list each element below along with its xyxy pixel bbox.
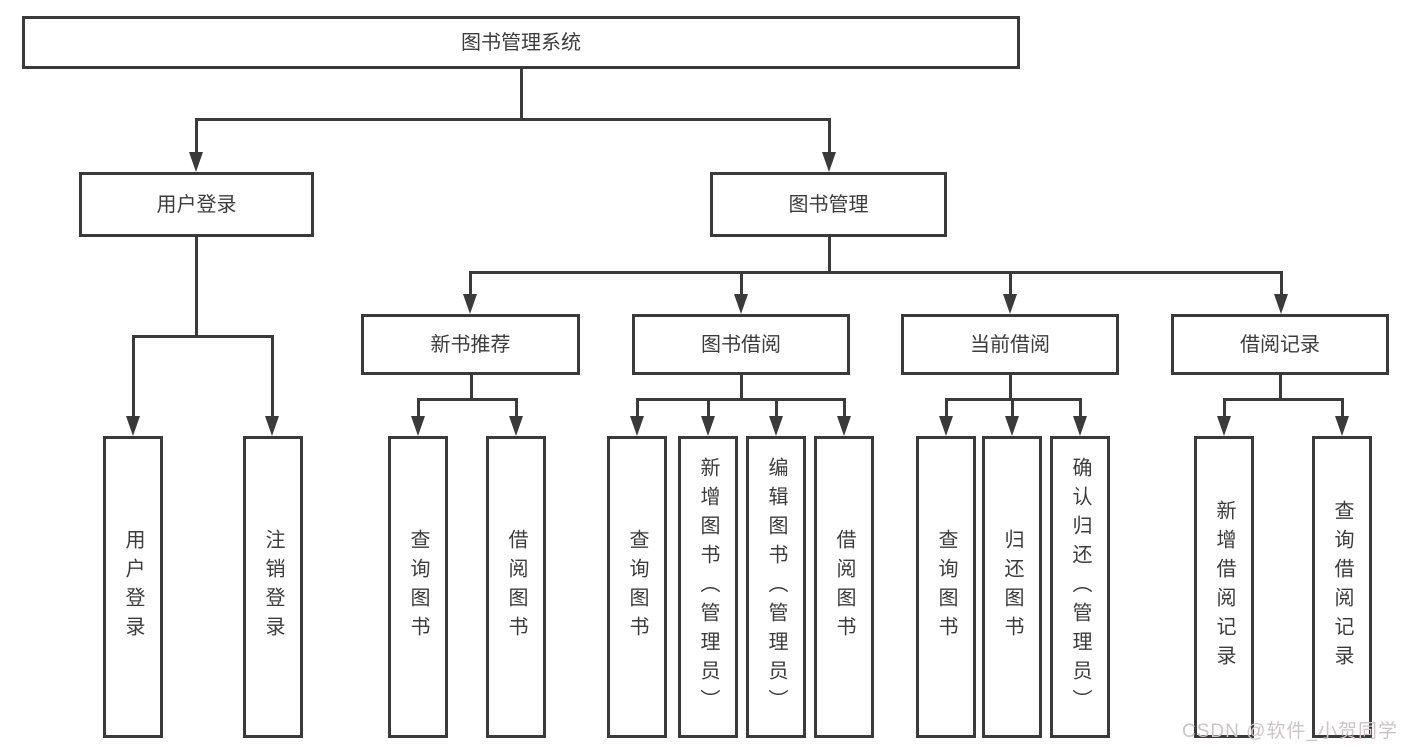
leaf-cb-confirm-return-admin: 确认归还（管理员） xyxy=(1050,436,1110,738)
arrowhead-down-icon xyxy=(1217,416,1231,436)
connector-line xyxy=(195,237,198,338)
connector-line xyxy=(470,375,473,401)
leaf-user-login: 用户登录 xyxy=(103,436,163,738)
arrowhead-down-icon xyxy=(939,416,953,436)
leaf-bb-add-books-admin: 新增图书（管理员） xyxy=(678,436,738,738)
leaf-logout-label: 注销登录 xyxy=(262,529,284,645)
leaf-bb-borrow-books-label: 借阅图书 xyxy=(833,529,855,645)
arrowhead-down-icon xyxy=(1274,294,1288,314)
connector-line xyxy=(828,237,831,274)
connector-line xyxy=(740,375,743,401)
watermark-text: CSDN @软件_小贺同学 xyxy=(1182,721,1398,742)
leaf-bb-edit-books-admin-label: 编辑图书（管理员） xyxy=(765,456,787,718)
connector-line xyxy=(775,401,778,418)
leaf-cb-return-books-label: 归还图书 xyxy=(1001,529,1023,645)
leaf-bb-edit-books-admin: 编辑图书（管理员） xyxy=(746,436,806,738)
connector-line xyxy=(132,338,135,418)
leaf-bb-borrow-books: 借阅图书 xyxy=(814,436,874,738)
leaf-br-query-record-label: 查询借阅记录 xyxy=(1331,500,1353,674)
connector-line xyxy=(1280,274,1283,296)
leaf-cb-confirm-return-admin-label: 确认归还（管理员） xyxy=(1069,456,1091,718)
arrowhead-down-icon xyxy=(463,294,477,314)
connector-line xyxy=(828,121,831,154)
arrowhead-down-icon xyxy=(126,416,140,436)
arrowhead-down-icon xyxy=(189,152,203,172)
connector-line xyxy=(469,274,472,296)
arrowhead-down-icon xyxy=(1335,416,1349,436)
node-book-management-label: 图书管理 xyxy=(788,193,869,216)
arrowhead-down-icon xyxy=(509,416,523,436)
leaf-bb-query-books: 查询图书 xyxy=(607,436,667,738)
node-current-borrow: 当前借阅 xyxy=(901,314,1119,375)
node-library-system: 图书管理系统 xyxy=(22,16,1020,69)
connector-line xyxy=(1011,401,1014,418)
node-library-system-label: 图书管理系统 xyxy=(461,31,581,54)
node-book-borrow-label: 图书借阅 xyxy=(701,333,781,356)
node-user-login: 用户登录 xyxy=(79,172,314,237)
leaf-logout: 注销登录 xyxy=(243,436,303,738)
arrowhead-down-icon xyxy=(734,294,748,314)
connector-line xyxy=(1223,398,1344,401)
connector-line xyxy=(195,121,198,154)
node-new-book-recommend: 新书推荐 xyxy=(361,314,580,375)
connector-line xyxy=(843,401,846,418)
node-new-book-recommend-label: 新书推荐 xyxy=(430,333,511,356)
connector-line xyxy=(515,401,518,418)
leaf-br-query-record: 查询借阅记录 xyxy=(1312,436,1372,738)
connector-line xyxy=(520,69,523,121)
connector-line xyxy=(417,398,518,401)
connector-line xyxy=(945,398,1082,401)
leaf-bb-add-books-admin-label: 新增图书（管理员） xyxy=(697,456,719,718)
connector-line xyxy=(636,398,846,401)
node-borrow-records: 借阅记录 xyxy=(1171,314,1389,375)
connector-line xyxy=(636,401,639,418)
node-current-borrow-label: 当前借阅 xyxy=(970,333,1050,356)
leaf-cb-query-books: 查询图书 xyxy=(916,436,976,738)
arrowhead-down-icon xyxy=(1073,416,1087,436)
node-book-management: 图书管理 xyxy=(710,172,947,237)
arrowhead-down-icon xyxy=(265,416,279,436)
arrowhead-down-icon xyxy=(1003,294,1017,314)
connector-line xyxy=(1009,375,1012,401)
arrowhead-down-icon xyxy=(769,416,783,436)
connector-line xyxy=(195,118,831,121)
leaf-nbr-query-books-label: 查询图书 xyxy=(407,529,429,645)
leaf-cb-return-books: 归还图书 xyxy=(982,436,1042,738)
leaf-nbr-borrow-books: 借阅图书 xyxy=(486,436,546,738)
connector-line xyxy=(469,271,1283,274)
leaf-bb-query-books-label: 查询图书 xyxy=(626,529,648,645)
connector-line xyxy=(1009,274,1012,296)
arrowhead-down-icon xyxy=(822,152,836,172)
leaf-cb-query-books-label: 查询图书 xyxy=(935,529,957,645)
connector-line xyxy=(1079,401,1082,418)
arrowhead-down-icon xyxy=(630,416,644,436)
connector-line xyxy=(1223,401,1226,418)
connector-line xyxy=(417,401,420,418)
node-borrow-records-label: 借阅记录 xyxy=(1240,333,1320,356)
arrowhead-down-icon xyxy=(701,416,715,436)
arrowhead-down-icon xyxy=(837,416,851,436)
connector-line xyxy=(707,401,710,418)
connector-line xyxy=(740,274,743,296)
connector-line xyxy=(1341,401,1344,418)
leaf-br-add-record: 新增借阅记录 xyxy=(1194,436,1254,738)
leaf-nbr-query-books: 查询图书 xyxy=(388,436,448,738)
node-book-borrow: 图书借阅 xyxy=(632,314,850,375)
node-user-login-label: 用户登录 xyxy=(156,193,237,216)
connector-line xyxy=(945,401,948,418)
connector-line xyxy=(271,338,274,418)
leaf-user-login-label: 用户登录 xyxy=(122,529,144,645)
connector-line xyxy=(1279,375,1282,401)
leaf-nbr-borrow-books-label: 借阅图书 xyxy=(505,529,527,645)
leaf-br-add-record-label: 新增借阅记录 xyxy=(1213,500,1235,674)
connector-line xyxy=(132,335,274,338)
arrowhead-down-icon xyxy=(411,416,425,436)
arrowhead-down-icon xyxy=(1005,416,1019,436)
